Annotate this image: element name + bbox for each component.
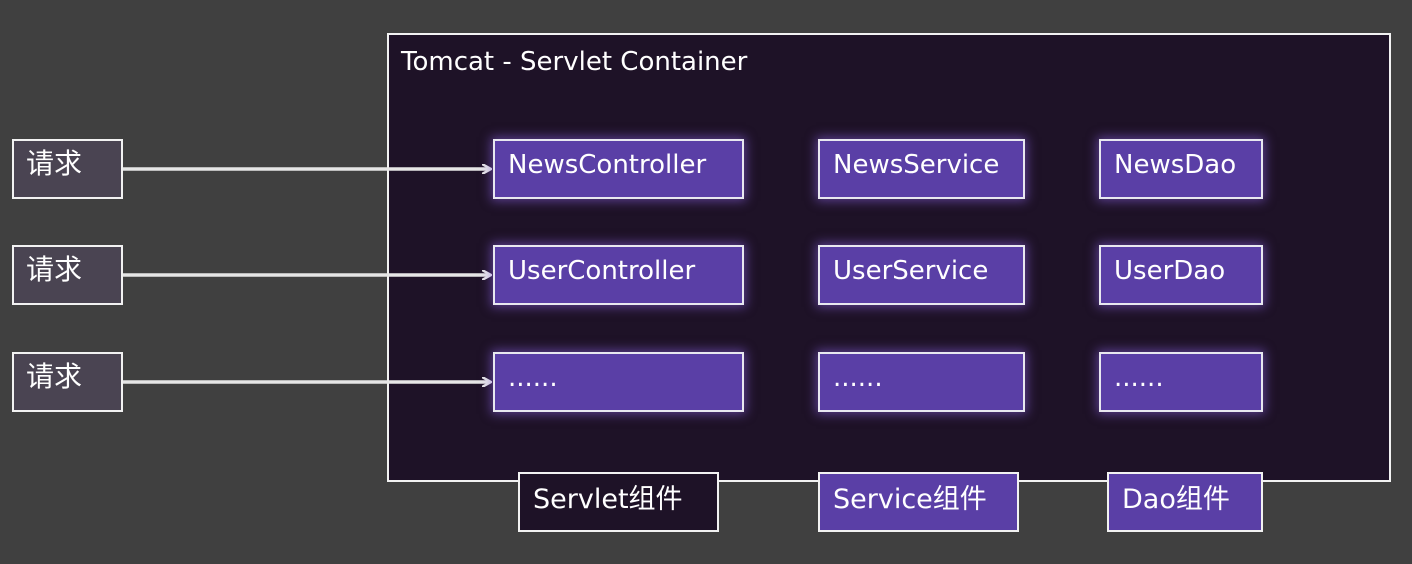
dao-user-dao: UserDao — [1099, 245, 1263, 305]
servlet-user-controller: UserController — [493, 245, 744, 305]
service-component-label: Service组件 — [818, 472, 1019, 532]
request-box-2: 请求 — [12, 245, 123, 305]
request-box-1: 请求 — [12, 139, 123, 199]
service-news-service: NewsService — [818, 139, 1025, 199]
dao-component-label: Dao组件 — [1107, 472, 1263, 532]
service-user-service: UserService — [818, 245, 1025, 305]
servlet-ellipsis: ...... — [493, 352, 744, 412]
servlet-news-controller: NewsController — [493, 139, 744, 199]
dao-ellipsis: ...... — [1099, 352, 1263, 412]
dao-news-dao: NewsDao — [1099, 139, 1263, 199]
container-title: Tomcat - Servlet Container — [401, 47, 748, 77]
service-ellipsis: ...... — [818, 352, 1025, 412]
request-box-3: 请求 — [12, 352, 123, 412]
servlet-component-label: Servlet组件 — [518, 472, 719, 532]
